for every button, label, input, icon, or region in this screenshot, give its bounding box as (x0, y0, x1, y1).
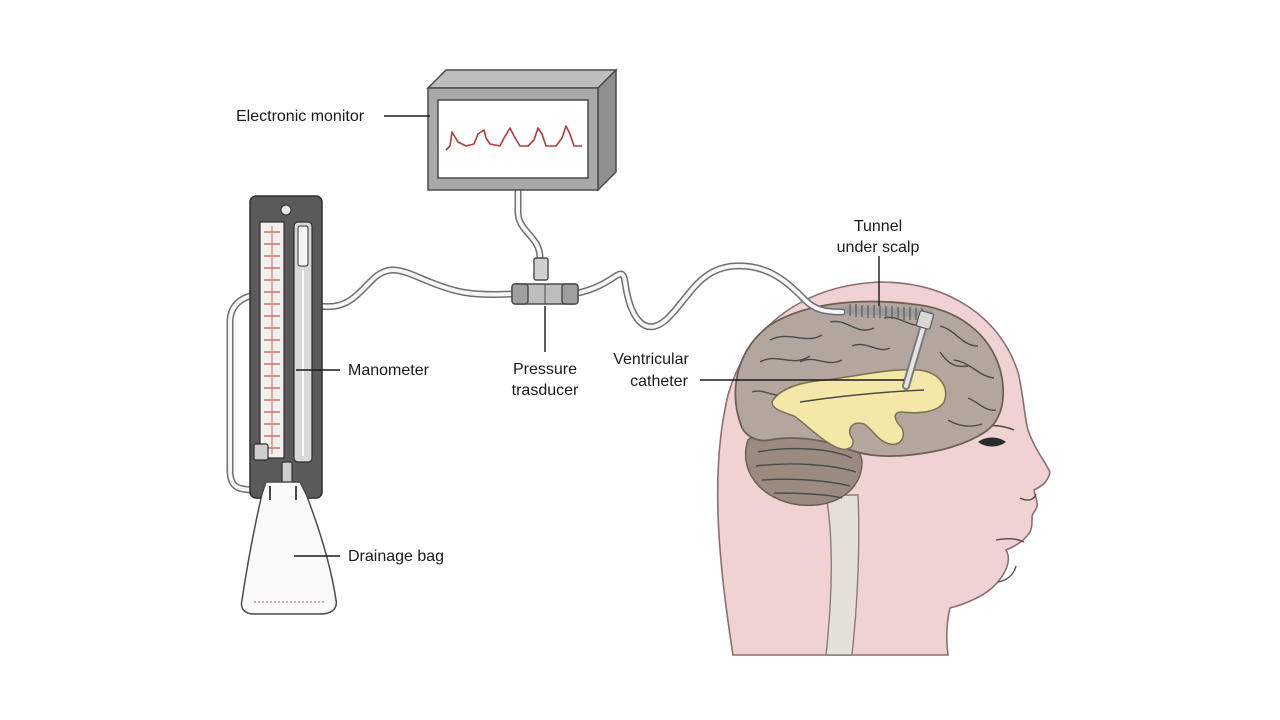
lips (995, 537, 1025, 543)
ventricular-catheter-icon (902, 310, 935, 390)
label-tunnel-under-scalp: Tunnel under scalp (837, 218, 920, 306)
electronic-monitor-label: Electronic monitor (236, 108, 365, 125)
monitor-icon (426, 68, 618, 192)
manometer-icon (249, 195, 323, 499)
drainage-bag-label: Drainage bag (348, 548, 444, 565)
lateral-ventricle (771, 368, 947, 450)
pressure-transducer-icon (511, 257, 579, 305)
ventricle-choroid (799, 389, 925, 403)
nostril (1019, 493, 1037, 501)
head-brain-icon (716, 281, 1051, 656)
label-drainage-bag: Drainage bag (294, 548, 444, 565)
icp-waveform (445, 125, 582, 151)
spinal-cord (825, 494, 860, 656)
eye-icon (978, 437, 1006, 447)
ventricular-catheter-label-line1: Ventricular (613, 351, 689, 368)
cerebellum-folds (755, 447, 857, 499)
ventricular-catheter-label-line2: catheter (630, 373, 688, 390)
chin-line (997, 565, 1017, 583)
tunnel-label-line1: Tunnel (854, 218, 902, 235)
pressure-transducer-label-line1: Pressure (513, 361, 577, 378)
manometer-label: Manometer (348, 362, 430, 379)
drainage-bag-icon (240, 481, 338, 615)
pressure-transducer-label-line2: trasducer (512, 382, 579, 399)
label-ventricular-catheter: Ventricular catheter (613, 351, 904, 390)
label-pressure-transducer: Pressure trasducer (512, 306, 579, 399)
label-electronic-monitor: Electronic monitor (236, 108, 430, 125)
label-manometer: Manometer (296, 362, 430, 379)
tunnel-label-line2: under scalp (837, 239, 920, 256)
